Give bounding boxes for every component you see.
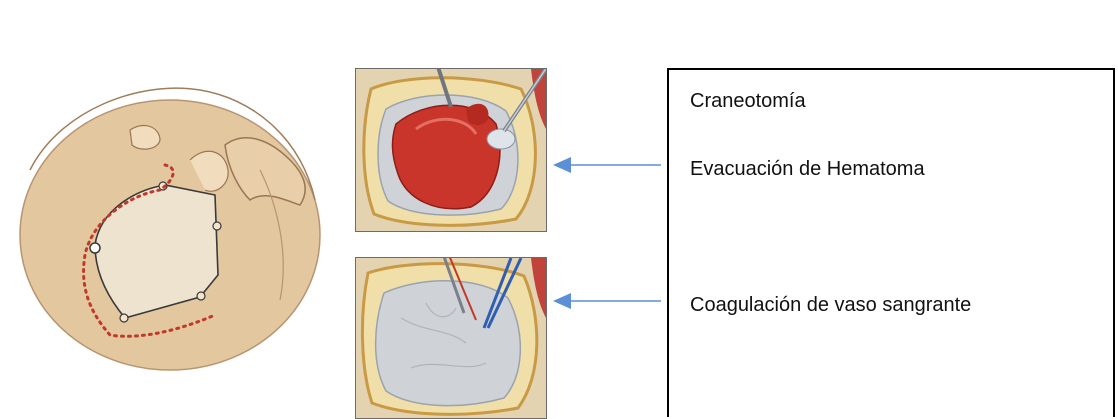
labels-box (667, 68, 1115, 417)
label-craneotomia: Craneotomía (690, 90, 806, 113)
label-evacuacion-hematoma: Evacuación de Hematoma (690, 158, 925, 181)
vessel-coagulation-illustration (356, 258, 546, 418)
hematoma-evacuation-illustration (356, 69, 546, 231)
label-coagulacion-vaso: Coagulación de vaso sangrante (690, 294, 971, 317)
skull-craniotomy-illustration (0, 50, 340, 390)
coagulation-panel (355, 257, 547, 419)
hematoma-evacuation-panel (355, 68, 547, 232)
left-arrow-icon (553, 153, 661, 177)
left-arrow-icon (553, 289, 661, 313)
